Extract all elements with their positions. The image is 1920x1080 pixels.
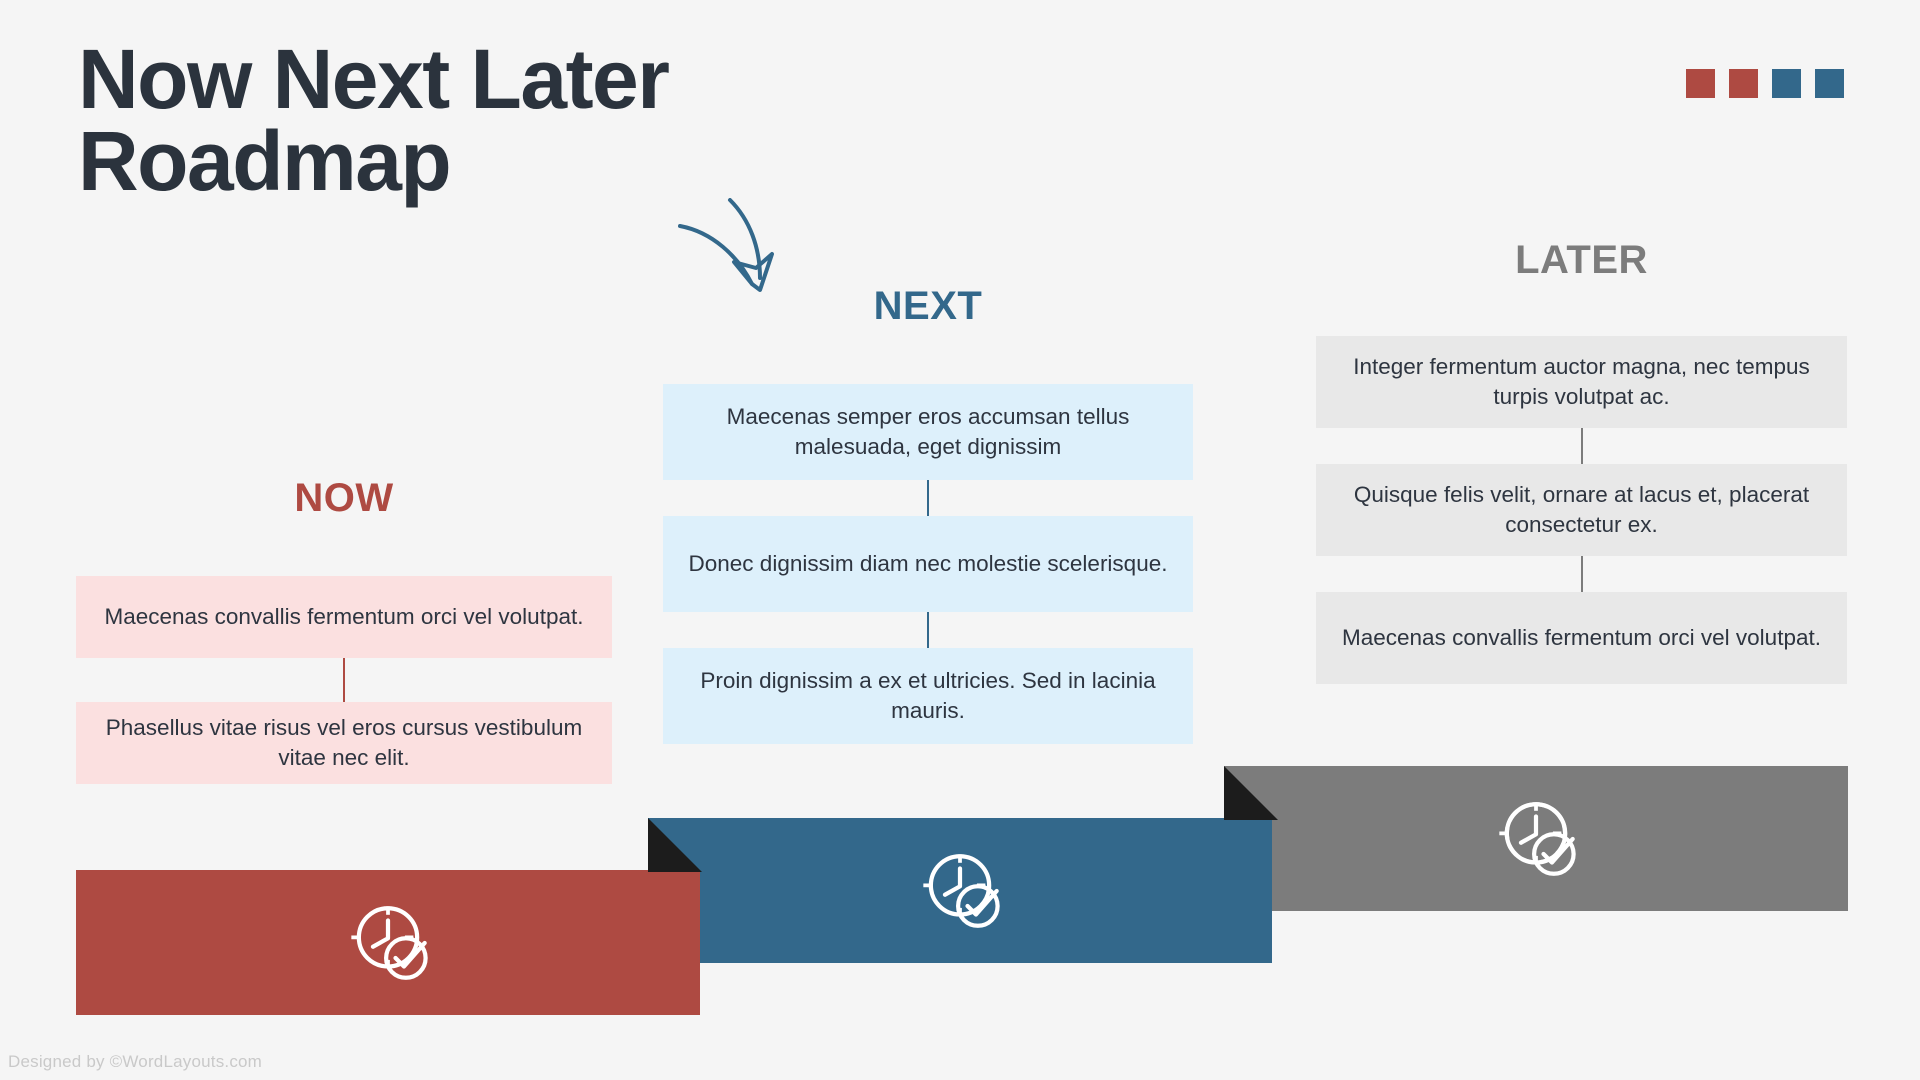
square-1 — [1686, 69, 1715, 98]
ribbon-next[interactable] — [648, 818, 1272, 963]
card-now-1[interactable]: Maecenas convallis fermentum orci vel vo… — [76, 576, 612, 658]
square-4 — [1815, 69, 1844, 98]
column-heading-next: NEXT — [873, 284, 983, 328]
card-later-2[interactable]: Quisque felis velit, ornare at lacus et,… — [1316, 464, 1847, 556]
ribbon-fold-next — [648, 818, 702, 872]
column-later: LATER Integer fermentum auctor magna, ne… — [1316, 240, 1847, 684]
clock-check-icon — [341, 896, 435, 990]
ribbon-later[interactable] — [1224, 766, 1848, 911]
column-next: NEXT Maecenas semper eros accumsan tellu… — [663, 286, 1193, 744]
card-stack-next: Maecenas semper eros accumsan tellus mal… — [663, 384, 1193, 744]
page-title-line-2: Roadmap — [78, 114, 452, 209]
card-stack-later: Integer fermentum auctor magna, nec temp… — [1316, 336, 1847, 684]
footer-credit: Designed by ©WordLayouts.com — [8, 1052, 263, 1071]
column-heading-now: NOW — [294, 476, 394, 520]
column-heading-later: LATER — [1515, 238, 1648, 282]
clock-check-icon — [1489, 792, 1583, 886]
connector-line — [927, 612, 929, 648]
card-next-1[interactable]: Maecenas semper eros accumsan tellus mal… — [663, 384, 1193, 480]
card-stack-now: Maecenas convallis fermentum orci vel vo… — [76, 576, 612, 784]
clock-check-icon — [913, 844, 1007, 938]
connector-line — [1580, 556, 1583, 592]
page-title: Now Next Later Roadmap — [78, 32, 1078, 209]
connector-line — [927, 480, 929, 516]
decorative-squares — [1686, 69, 1844, 98]
square-2 — [1729, 69, 1758, 98]
square-3 — [1772, 69, 1801, 98]
card-later-3[interactable]: Maecenas convallis fermentum orci vel vo… — [1316, 592, 1847, 684]
column-now: NOW Maecenas convallis fermentum orci ve… — [76, 478, 612, 784]
ribbon-now[interactable] — [76, 870, 700, 1015]
card-now-2[interactable]: Phasellus vitae risus vel eros cursus ve… — [76, 702, 612, 784]
card-later-1[interactable]: Integer fermentum auctor magna, nec temp… — [1316, 336, 1847, 428]
page-title-line-1: Now Next Later — [78, 32, 670, 126]
card-next-2[interactable]: Donec dignissim diam nec molestie sceler… — [663, 516, 1193, 612]
card-next-3[interactable]: Proin dignissim a ex et ultricies. Sed i… — [663, 648, 1193, 744]
connector-line — [1580, 428, 1583, 464]
connector-line — [343, 658, 345, 702]
ribbon-fold-later — [1224, 766, 1278, 820]
curved-arrow-icon — [672, 198, 782, 310]
